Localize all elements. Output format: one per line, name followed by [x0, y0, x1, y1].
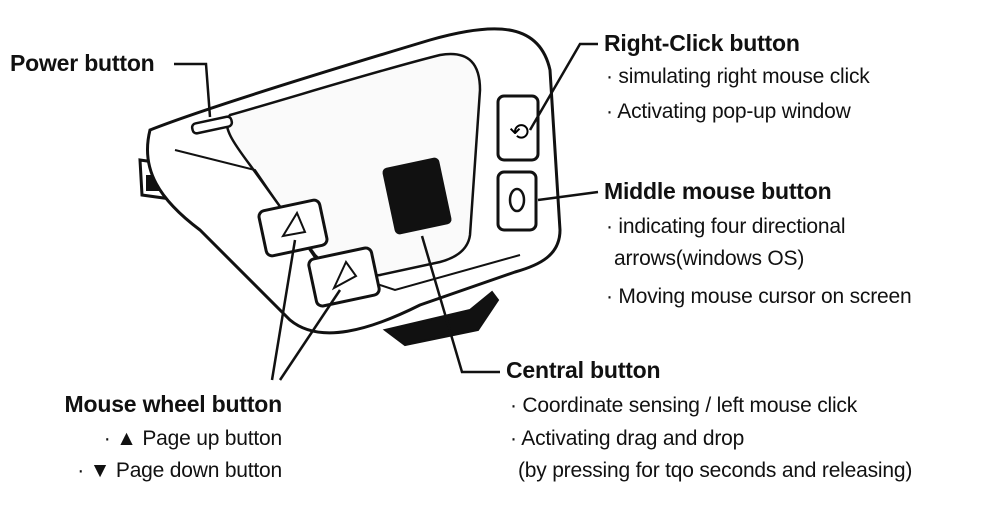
wheel-line-1: · ▲ Page up button	[103, 427, 283, 450]
power-button-title: Power button	[10, 50, 155, 76]
middle-leader	[537, 190, 599, 202]
device-clip	[382, 290, 500, 347]
right-click-title: Right-Click button	[604, 30, 800, 56]
wheel-up-button	[257, 198, 329, 258]
leader-lines	[174, 42, 599, 381]
central-leader	[420, 235, 500, 374]
middle-button-title: Middle mouse button	[604, 178, 832, 204]
up-arrow-icon	[280, 210, 307, 238]
wheel-down-leader	[278, 289, 342, 381]
wheel-down-button	[307, 246, 381, 308]
power-leader	[174, 62, 212, 118]
wheel-up-leader	[270, 239, 297, 381]
central-line-2: · Activating drag and drop	[510, 427, 745, 450]
right-click-line-2: · Activating pop-up window	[606, 100, 851, 123]
central-button-title: Central button	[506, 357, 661, 383]
middle-line-2: arrows(windows OS)	[614, 247, 805, 270]
wheel-button-title: Mouse wheel button	[64, 391, 283, 417]
right-click-glyph: ⟲	[509, 118, 529, 146]
power-button	[190, 115, 234, 135]
middle-line-3: · Moving mouse cursor on screen	[606, 285, 912, 308]
middle-button	[496, 170, 538, 232]
right-click-line-1: · simulating right mouse click	[606, 65, 870, 88]
wheel-line-2: · ▼ Page down button	[77, 459, 282, 482]
right-click-leader	[528, 42, 598, 131]
right-click-button	[496, 94, 540, 162]
middle-line-1: · indicating four directional	[606, 215, 846, 238]
central-line-3: (by pressing for tqo seconds and releasi…	[518, 459, 913, 482]
central-line-1: · Coordinate sensing / left mouse click	[510, 394, 858, 417]
down-arrow-icon	[331, 260, 358, 291]
middle-button-glyph	[508, 187, 526, 213]
central-button	[382, 157, 452, 235]
